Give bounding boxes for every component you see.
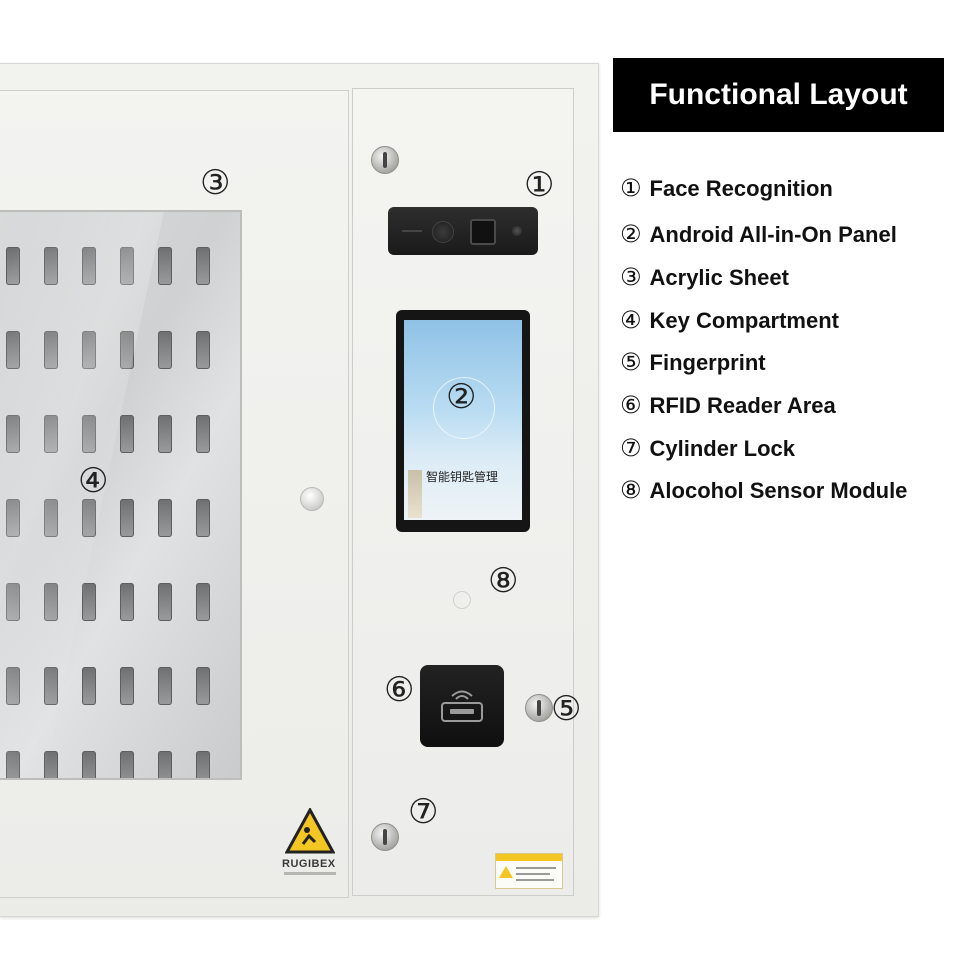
key-slot xyxy=(196,751,210,778)
key-slot xyxy=(158,667,172,705)
key-slot xyxy=(120,667,134,705)
key-slot xyxy=(196,667,210,705)
key-slot xyxy=(120,499,134,537)
cylinder-lock-icon xyxy=(371,146,399,174)
key-slot xyxy=(120,331,134,369)
key-slot xyxy=(120,751,134,778)
key-slot xyxy=(44,331,58,369)
warning-label xyxy=(495,853,563,889)
key-slot xyxy=(120,247,134,285)
key-slot xyxy=(82,751,96,778)
marker-4: ④ xyxy=(78,461,109,501)
key-slot xyxy=(196,499,210,537)
key-slot xyxy=(44,751,58,778)
key-slot xyxy=(120,415,134,453)
key-slot xyxy=(196,415,210,453)
marker-8: ⑧ xyxy=(488,561,519,601)
marker-3: ③ xyxy=(200,163,231,203)
key-slot xyxy=(44,583,58,621)
page-title: Functional Layout xyxy=(613,58,944,132)
camera-slit xyxy=(402,230,422,232)
key-slot xyxy=(158,331,172,369)
key-slot xyxy=(6,247,20,285)
key-slot xyxy=(196,247,210,285)
cylinder-lock-icon xyxy=(371,823,399,851)
infrared-sensor-icon xyxy=(470,219,496,245)
key-slot xyxy=(82,331,96,369)
brand-logo: RUGIBEX xyxy=(282,858,336,870)
door-knob xyxy=(300,487,324,511)
cylinder-lock-icon xyxy=(525,694,553,722)
key-slot xyxy=(6,751,20,778)
key-slot xyxy=(44,415,58,453)
key-slot xyxy=(6,667,20,705)
key-slot xyxy=(6,499,20,537)
rfid-wireless-icon xyxy=(441,690,483,722)
brand-underline xyxy=(284,872,336,875)
android-panel: 智能钥匙管理 xyxy=(396,310,530,532)
rfid-reader[interactable] xyxy=(420,665,504,747)
camera-lens-icon xyxy=(432,221,454,243)
touch-screen[interactable]: 智能钥匙管理 xyxy=(404,320,522,520)
key-slot xyxy=(6,583,20,621)
key-slot xyxy=(82,247,96,285)
marker-7: ⑦ xyxy=(408,792,439,832)
key-slot xyxy=(44,247,58,285)
screen-side-strip xyxy=(408,470,422,518)
key-slot xyxy=(82,499,96,537)
led-indicator-icon xyxy=(512,226,522,236)
key-slot xyxy=(158,415,172,453)
marker-2: ② xyxy=(446,377,477,417)
key-slot xyxy=(6,415,20,453)
key-slot xyxy=(158,247,172,285)
marker-5: ⑤ xyxy=(551,689,582,729)
acrylic-window xyxy=(0,210,242,780)
key-slot xyxy=(158,751,172,778)
key-slot xyxy=(82,667,96,705)
key-slot xyxy=(196,331,210,369)
screen-ring xyxy=(433,377,495,439)
warning-triangle-icon xyxy=(285,808,335,854)
key-slot xyxy=(158,499,172,537)
key-slot xyxy=(120,583,134,621)
key-slot xyxy=(44,499,58,537)
key-slot xyxy=(82,583,96,621)
face-recognition-camera xyxy=(388,207,538,255)
alcohol-sensor-hole xyxy=(453,591,471,609)
key-slot xyxy=(196,583,210,621)
key-slot xyxy=(44,667,58,705)
key-slot xyxy=(158,583,172,621)
marker-1: ① xyxy=(524,165,555,205)
key-slot xyxy=(82,415,96,453)
key-slot xyxy=(6,331,20,369)
marker-6: ⑥ xyxy=(384,670,415,710)
screen-heading: 智能钥匙管理 xyxy=(426,470,499,484)
